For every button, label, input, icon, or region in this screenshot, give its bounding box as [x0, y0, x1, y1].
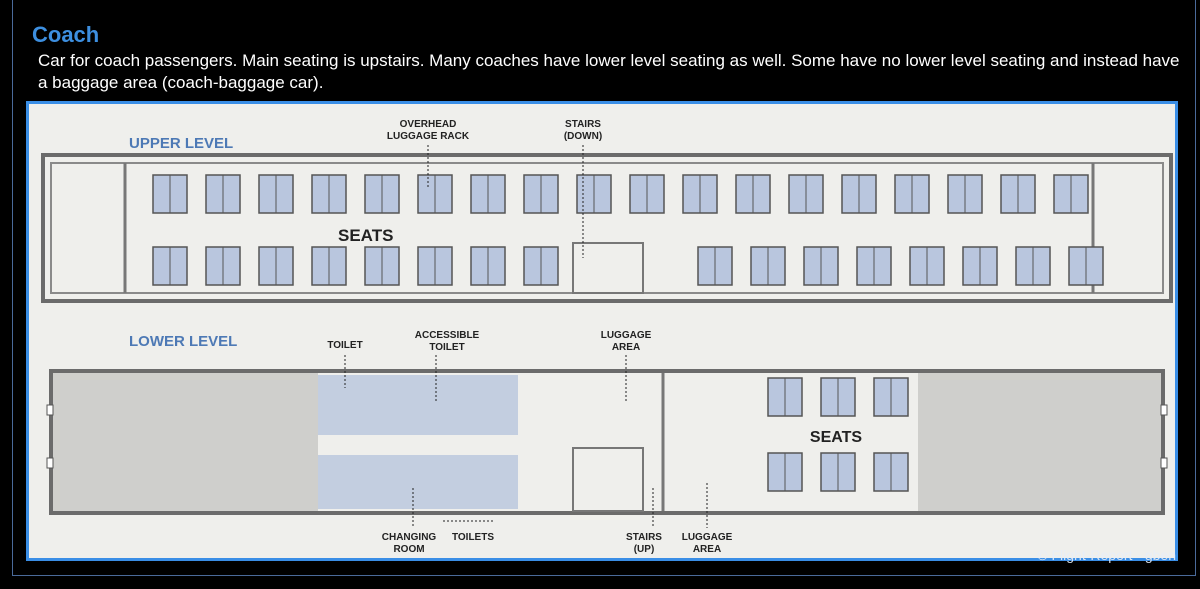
- coach-floor-plan: UPPER LEVEL SEATS OVERHEAD LUGGAGE RACK …: [26, 101, 1178, 561]
- lower-level-label: LOWER LEVEL: [129, 333, 237, 350]
- luggage-area-2-label-1: LUGGAGE: [682, 532, 733, 543]
- watermark: © Flight-Report - gben: [1037, 547, 1176, 563]
- luggage-area-2-label-2: AREA: [693, 544, 721, 555]
- overhead-label-2: LUGGAGE RACK: [387, 131, 470, 142]
- outer-frame: [12, 0, 1196, 576]
- stairs-down-label-1: STAIRS: [565, 119, 601, 130]
- accessible-toilet-label-2: TOILET: [429, 342, 464, 353]
- toilet-label: TOILET: [327, 340, 362, 351]
- section-title: Coach: [32, 22, 100, 47]
- section-description: Car for coach passengers. Main seating i…: [38, 51, 1180, 92]
- overhead-label-1: OVERHEAD: [400, 119, 457, 130]
- luggage-area-label-2: AREA: [612, 342, 640, 353]
- upper-level-label: UPPER LEVEL: [129, 135, 233, 152]
- accessible-toilet-label-1: ACCESSIBLE: [415, 330, 480, 341]
- toilets-label: TOILETS: [452, 532, 494, 543]
- stairs-down-label-2: (DOWN): [564, 131, 602, 142]
- upper-seats-label: SEATS: [338, 226, 393, 245]
- changing-room-label-2: ROOM: [393, 544, 424, 555]
- lower-level: LOWER LEVEL TOILET ACCESSIBLE TOILET LUG…: [46, 330, 1168, 555]
- lower-seats-label: SEATS: [810, 429, 862, 446]
- stairs-up-label-2: (UP): [634, 544, 655, 555]
- stairs-up-label-1: STAIRS: [626, 532, 662, 543]
- changing-room-label-1: CHANGING: [382, 532, 437, 543]
- floor-plan-svg: UPPER LEVEL SEATS OVERHEAD LUGGAGE RACK …: [41, 119, 1173, 555]
- upper-level: UPPER LEVEL SEATS OVERHEAD LUGGAGE RACK …: [41, 119, 1173, 303]
- luggage-area-label-1: LUGGAGE: [601, 330, 652, 341]
